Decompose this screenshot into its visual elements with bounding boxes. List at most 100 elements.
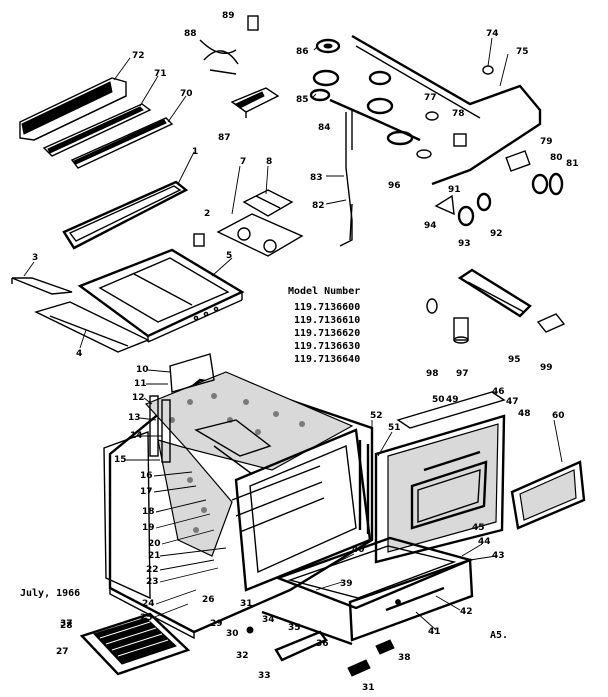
- broiler-drawer-40: [274, 536, 474, 610]
- model-number-2: 119.7136610: [294, 315, 360, 326]
- callout-14: 14: [130, 431, 143, 441]
- clip-2: [193, 233, 205, 247]
- callout-47: 47: [506, 397, 519, 407]
- callout-23: 23: [146, 577, 159, 587]
- gas-line-82: [339, 112, 353, 247]
- callout-60: 60: [552, 411, 565, 421]
- bracket-87: [230, 87, 280, 118]
- callout-21: 21: [148, 551, 161, 561]
- callout-24: 24: [142, 599, 155, 609]
- bracket-99: [536, 313, 566, 333]
- callout-48: 48: [518, 409, 531, 419]
- trim-strip-71: [42, 103, 152, 157]
- callout-44: 44: [478, 537, 491, 547]
- model-number-5: 119.7136640: [294, 354, 360, 365]
- clip-38: [375, 639, 395, 655]
- drawer-slide-33: [274, 630, 328, 662]
- trim-strip-70: [70, 117, 174, 169]
- knob-80: [531, 173, 549, 195]
- callout-72: 72: [132, 51, 145, 61]
- callout-17: 17: [140, 487, 153, 497]
- burner-head-86: [315, 38, 341, 54]
- callout-52: 52: [370, 411, 383, 421]
- vent-duct-10: [169, 353, 215, 393]
- callout-94: 94: [424, 221, 437, 231]
- callout-31a: 31: [240, 599, 253, 609]
- clip-89: [247, 15, 259, 31]
- knob-92: [476, 192, 492, 212]
- callout-12: 12: [132, 393, 145, 403]
- callout-89: 89: [222, 11, 235, 21]
- callout-31b: 31: [362, 683, 375, 693]
- callout-2: 2: [204, 209, 210, 219]
- callout-83: 83: [310, 173, 323, 183]
- callout-82: 82: [312, 201, 325, 211]
- valve-94: [434, 194, 455, 216]
- callout-86: 86: [296, 47, 309, 57]
- window-glass-60: [510, 460, 586, 530]
- page-ref: A5.: [490, 630, 508, 641]
- callout-99: 99: [540, 363, 553, 373]
- callout-28: 28: [60, 621, 73, 631]
- oven-door-48: [374, 414, 506, 564]
- callout-3: 3: [32, 253, 38, 263]
- callout-93: 93: [458, 239, 471, 249]
- callout-35: 35: [288, 623, 301, 633]
- glass-panel-1: [62, 180, 189, 250]
- spacer-98: [426, 298, 438, 314]
- callout-96: 96: [388, 181, 401, 191]
- callout-84: 84: [318, 123, 331, 133]
- model-number-3: 119.7136620: [294, 328, 360, 339]
- orifice-96: [416, 149, 432, 159]
- callout-92: 92: [490, 229, 503, 239]
- shield-4: [34, 301, 150, 353]
- model-number-4: 119.7136630: [294, 341, 360, 352]
- callout-81: 81: [566, 159, 579, 169]
- callout-71: 71: [154, 69, 167, 79]
- callout-18: 18: [142, 507, 155, 517]
- callout-8: 8: [266, 157, 272, 167]
- callout-30: 30: [226, 629, 239, 639]
- callout-36: 36: [316, 639, 329, 649]
- cooktop-5: [77, 248, 245, 343]
- backguard-trim-72: [19, 77, 127, 141]
- callout-10: 10: [136, 365, 149, 375]
- callout-13: 13: [128, 413, 141, 423]
- callout-1: 1: [192, 147, 198, 157]
- callout-5: 5: [226, 251, 232, 261]
- plate-8: [242, 189, 294, 217]
- callout-37: 37: [60, 619, 73, 629]
- callout-85: 85: [296, 95, 309, 105]
- drawer-rail-36: [261, 610, 353, 646]
- callout-97: 97: [456, 369, 469, 379]
- callout-42: 42: [460, 607, 473, 617]
- callout-16: 16: [140, 471, 153, 481]
- side-panel-15: [103, 431, 151, 600]
- callout-95: 95: [508, 355, 521, 365]
- callout-29: 29: [210, 619, 223, 629]
- knob-93: [457, 205, 475, 227]
- knob-81: [548, 172, 564, 196]
- burner-head-85: [309, 69, 340, 102]
- callout-7: 7: [240, 157, 246, 167]
- leader-lines: [23, 37, 563, 631]
- callout-25: 25: [140, 613, 153, 623]
- callout-49: 49: [446, 395, 459, 405]
- callout-19: 19: [142, 523, 155, 533]
- callout-51: 51: [388, 423, 401, 433]
- callout-40: 40: [352, 545, 365, 555]
- clip-37: [347, 659, 371, 677]
- callout-87: 87: [218, 133, 231, 143]
- callout-38: 38: [398, 653, 411, 663]
- callout-4: 4: [76, 349, 82, 359]
- callout-77: 77: [424, 93, 437, 103]
- callout-15: 15: [114, 455, 127, 465]
- callout-32: 32: [236, 651, 249, 661]
- callout-98: 98: [426, 369, 439, 379]
- callout-79: 79: [540, 137, 553, 147]
- callout-27: 27: [56, 647, 69, 657]
- callout-11: 11: [134, 379, 147, 389]
- callout-46: 46: [492, 387, 505, 397]
- screw-32: [246, 626, 254, 634]
